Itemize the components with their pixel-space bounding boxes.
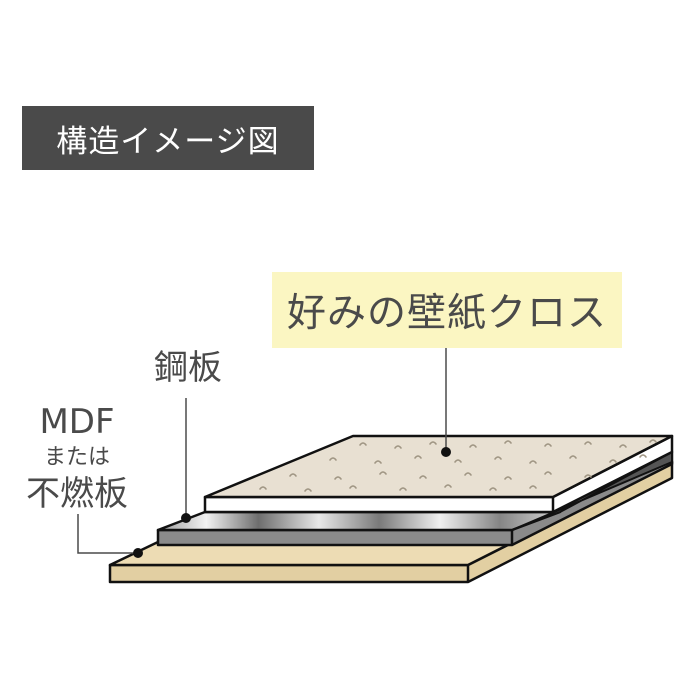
mdf-label: MDF — [39, 402, 115, 442]
leader-mdf — [77, 514, 143, 558]
or-label: または — [43, 445, 110, 470]
page-title: 構造イメージ図 — [22, 106, 314, 170]
wallpaper-texture — [259, 439, 657, 492]
noncombustible-label: 不燃板 — [26, 474, 128, 514]
wallpaper-callout: 好みの壁紙クロス — [272, 272, 622, 348]
steel-label: 鋼板 — [154, 348, 222, 388]
leader-steel — [181, 398, 191, 523]
leader-wallpaper — [441, 348, 451, 457]
wallpaper-layer — [203, 434, 674, 514]
